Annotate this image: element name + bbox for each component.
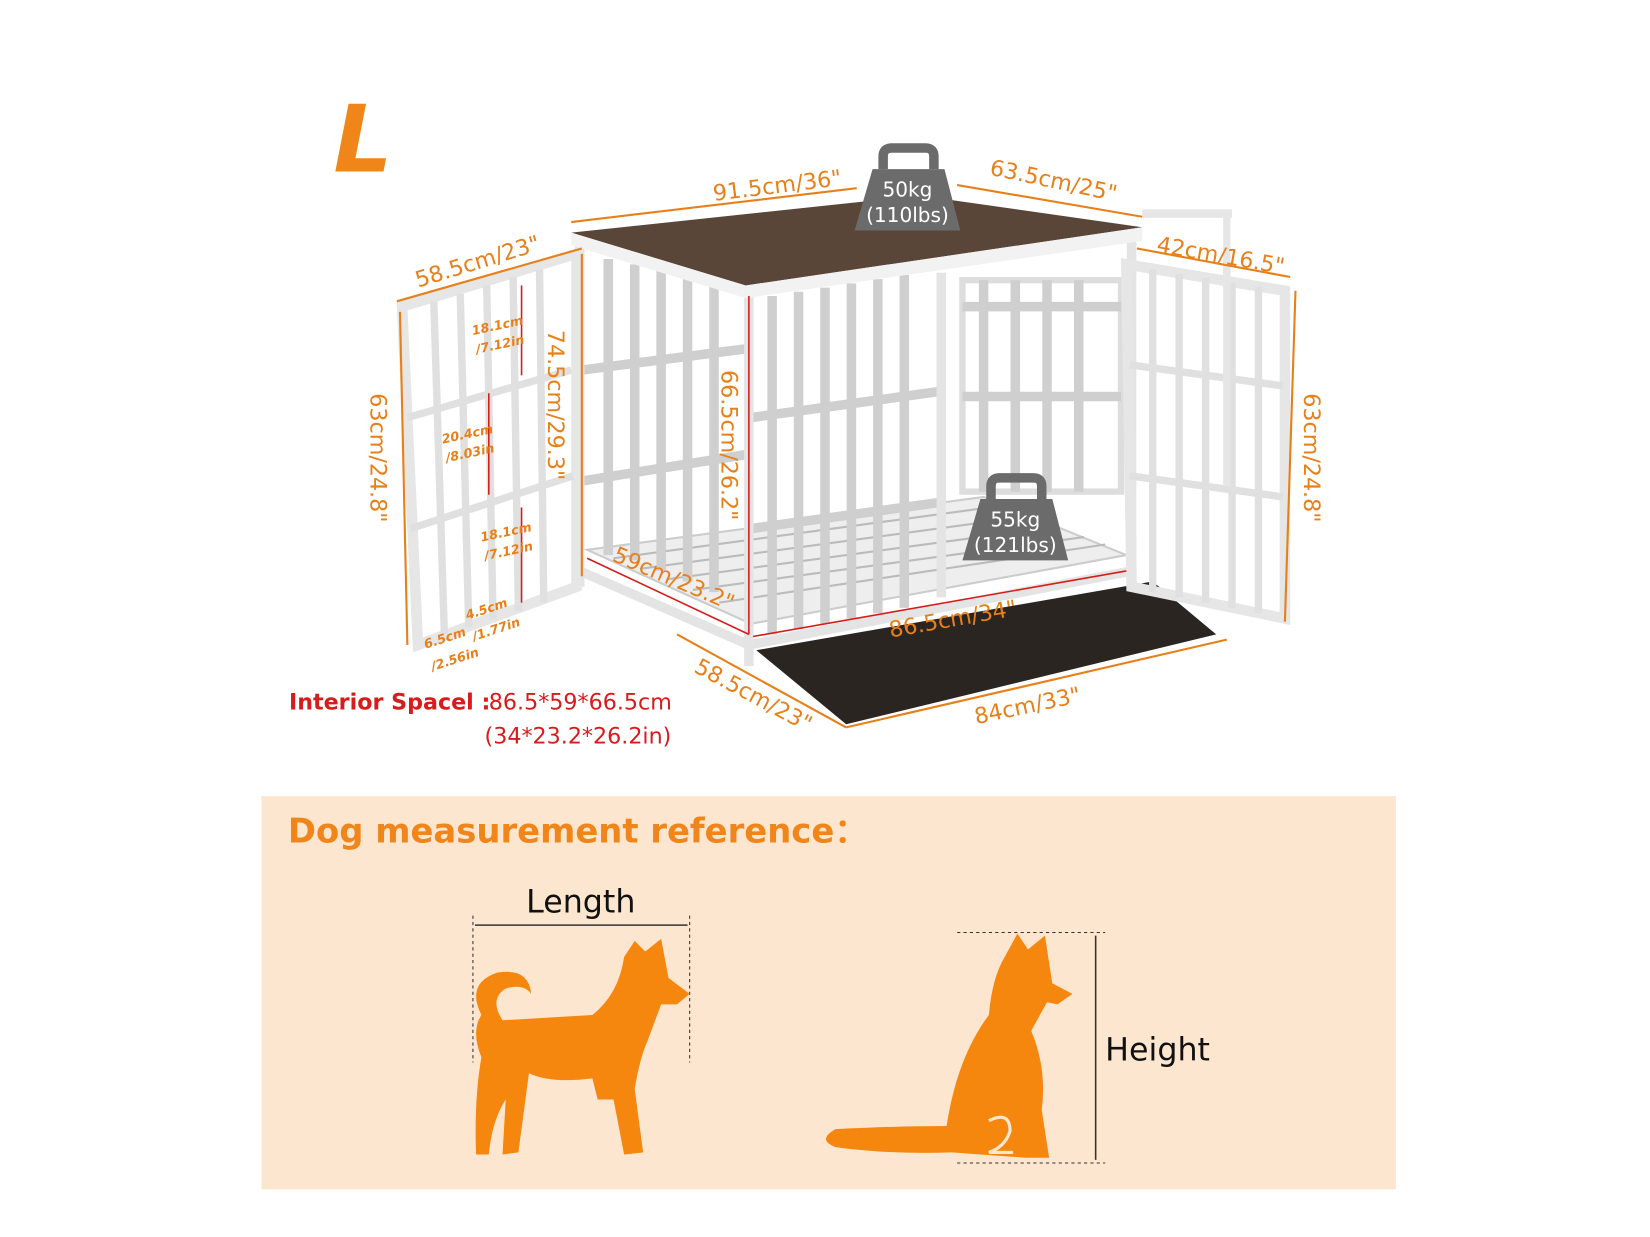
reference-panel bbox=[261, 796, 1396, 1190]
floor-load-badge: 55kg (121lbs) bbox=[962, 473, 1069, 561]
size-label: L bbox=[333, 85, 392, 193]
sitting-dog-icon bbox=[826, 933, 1073, 1158]
dim-total-height: 74.5cm/29.3" bbox=[542, 330, 568, 480]
dim-top-depth: 63.5cm/25" bbox=[988, 155, 1120, 207]
dim-right-door-height: 63cm/24.8" bbox=[1298, 393, 1324, 522]
svg-text:(110lbs): (110lbs) bbox=[866, 203, 949, 227]
top-load-badge: 50kg (110lbs) bbox=[854, 143, 961, 231]
dimension-lines bbox=[396, 183, 1297, 729]
dim-top-width: 91.5cm/36" bbox=[712, 165, 843, 207]
dim-left-door-height: 63cm/24.8" bbox=[364, 393, 390, 522]
weight-icon bbox=[878, 143, 939, 170]
svg-text:55kg: 55kg bbox=[990, 508, 1040, 532]
interior-space-imperial: (34*23.2*26.2in) bbox=[485, 723, 672, 749]
length-label: Length bbox=[526, 884, 635, 920]
reference-title: Dog measurement reference： bbox=[288, 812, 868, 851]
height-label: Height bbox=[1105, 1032, 1210, 1068]
svg-text:(121lbs): (121lbs) bbox=[974, 533, 1057, 557]
svg-text:50kg: 50kg bbox=[883, 178, 933, 202]
interior-space-label: Interior Spacel : bbox=[289, 689, 490, 715]
interior-space-metric: 86.5*59*66.5cm bbox=[489, 689, 672, 715]
standing-dog-icon bbox=[475, 938, 690, 1155]
dim-interior-height: 66.5cm/26.2" bbox=[715, 370, 741, 520]
crate-illustration bbox=[396, 195, 1291, 725]
weight-icon bbox=[986, 473, 1047, 500]
